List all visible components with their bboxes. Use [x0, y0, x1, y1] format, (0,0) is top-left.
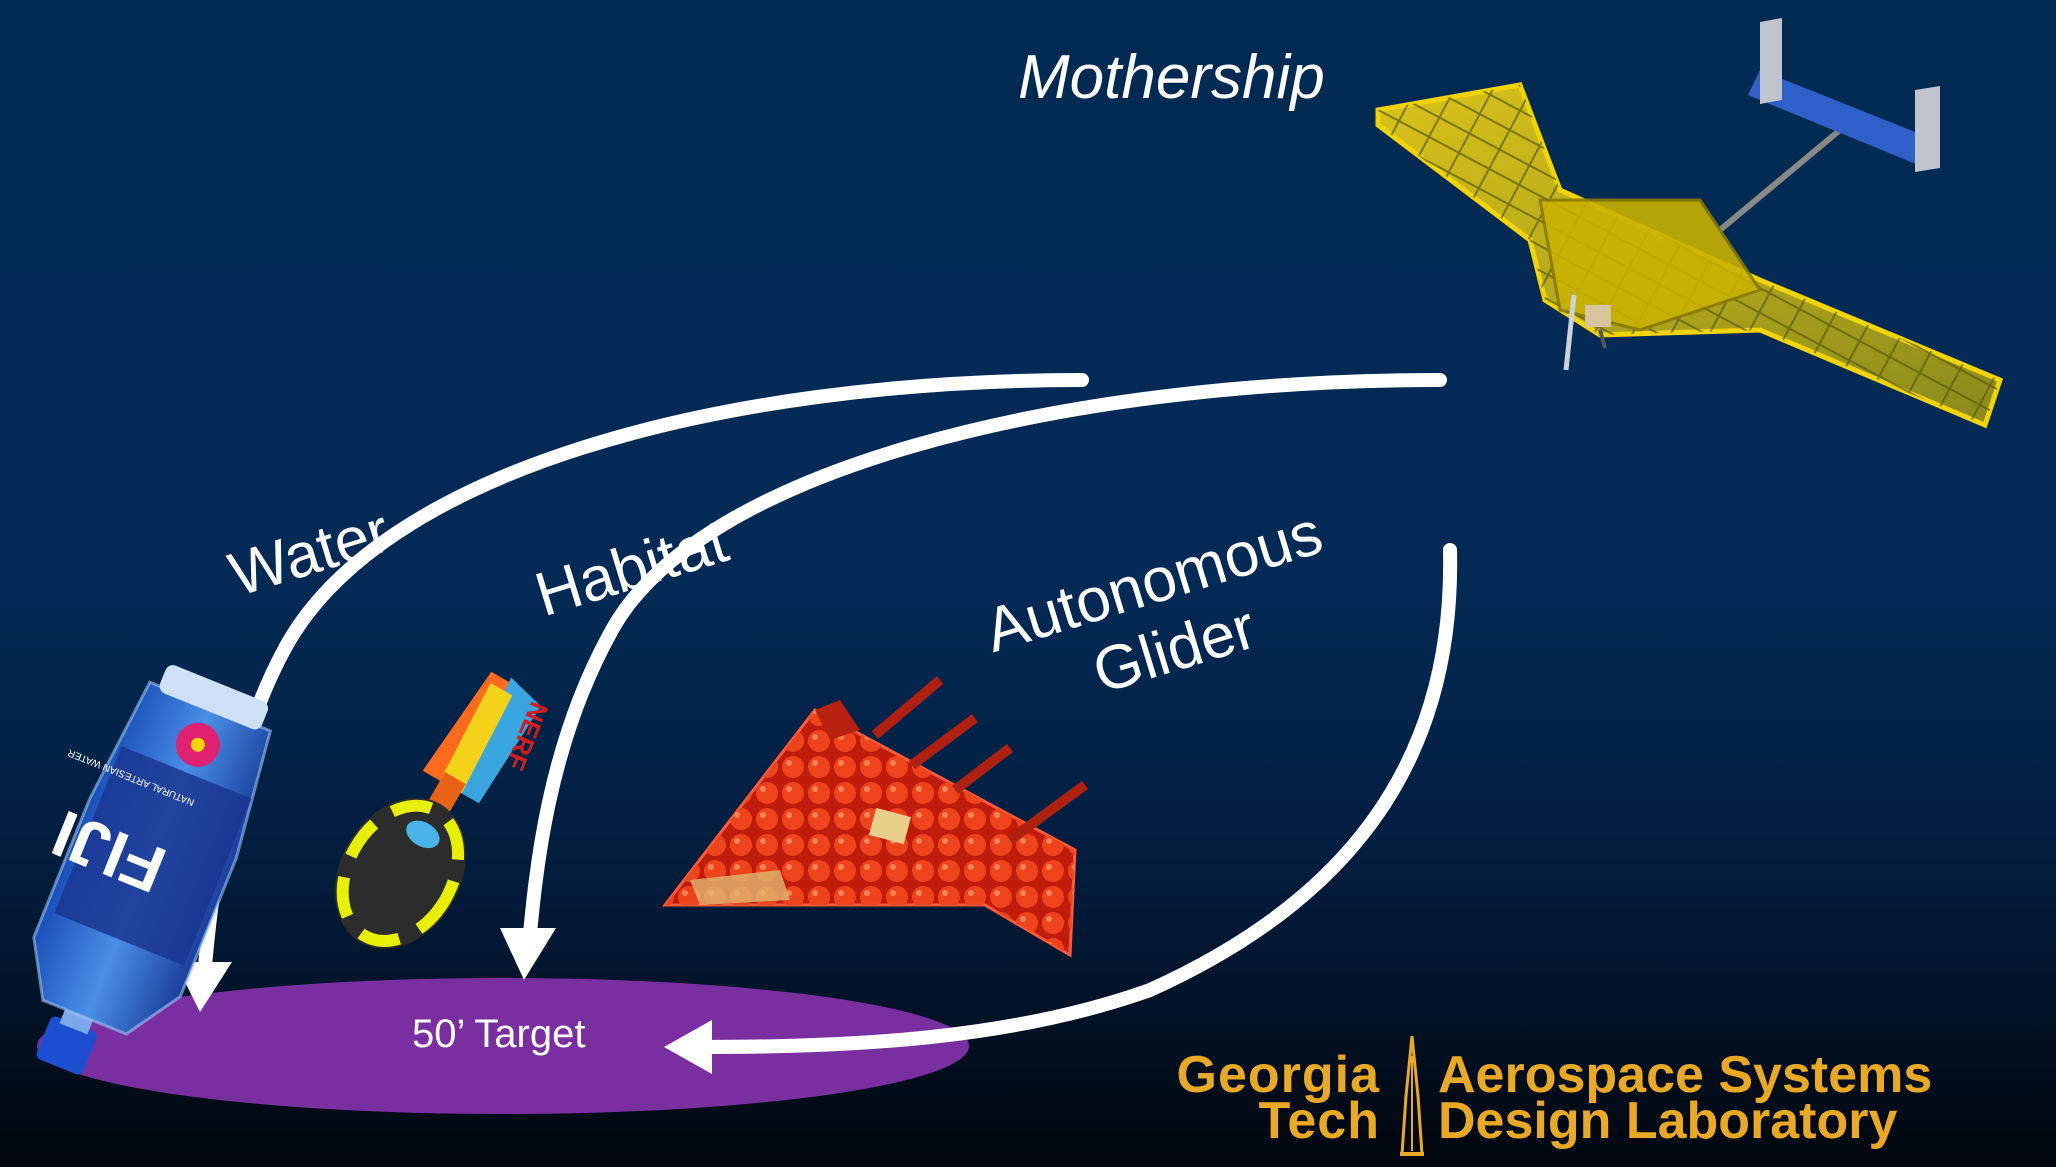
logo-georgia-tech: Georgia Tech — [1140, 1046, 1380, 1150]
label-mothership: Mothership — [1018, 43, 1325, 112]
logo-lab-line1: Aerospace Systems — [1438, 1046, 1933, 1104]
logo-asdl: Aerospace Systems Design Laboratory — [1438, 1046, 2048, 1150]
water-bottle — [32, 665, 273, 1075]
logo-gt-line2: Tech — [1258, 1092, 1380, 1150]
arrow-habitat-head — [500, 928, 556, 980]
logo-lab-line2: Design Laboratory — [1438, 1092, 1898, 1150]
autonomous-glider — [661, 676, 1088, 958]
label-target: 50’ Target — [412, 1012, 586, 1056]
arrow-glider-head — [664, 1020, 712, 1074]
habitat-dart — [334, 671, 541, 949]
mothership-aircraft — [1375, 18, 2004, 429]
arrow-glider — [693, 543, 1458, 1054]
target-ellipse — [37, 978, 969, 1114]
logo-gt-line1: Georgia — [1176, 1046, 1380, 1104]
arrow-habitat — [521, 373, 1447, 962]
tech-tower-icon — [1400, 1036, 1424, 1156]
